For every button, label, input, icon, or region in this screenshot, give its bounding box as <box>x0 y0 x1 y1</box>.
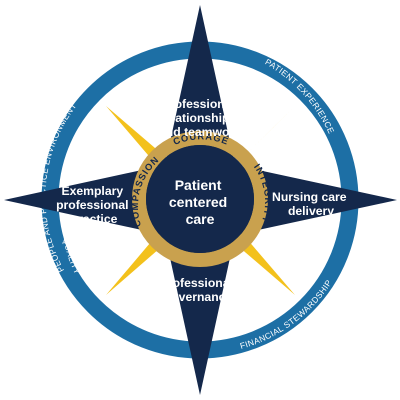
point-label-south-line-1: Professional <box>160 276 233 290</box>
point-label-north-line-1: Professional <box>162 97 235 111</box>
point-label-west-line-3: practice <box>71 212 118 226</box>
center-label: Patient centered care <box>169 177 231 227</box>
point-label-west-line-1: Exemplary <box>61 184 123 198</box>
center-circle <box>146 145 254 253</box>
point-label-east: Nursing care delivery <box>272 190 350 218</box>
center-label-line-1: Patient <box>175 177 222 193</box>
point-label-north-line-3: and teamwork <box>159 125 241 139</box>
center-label-line-2: centered <box>169 194 227 210</box>
point-label-south-line-2: governance <box>164 290 233 304</box>
point-label-north-line-2: relationships <box>160 111 236 125</box>
point-label-south: Professional governance <box>160 276 237 304</box>
values-gold-ring <box>132 131 268 267</box>
point-label-west: Exemplary professional practice <box>56 184 132 226</box>
point-label-west-line-2: professional <box>56 198 128 212</box>
point-label-north: Professional relationships and teamwork <box>159 97 241 139</box>
value-label-courage: COURAGE <box>171 130 230 146</box>
point-label-east-line-1: Nursing care <box>272 190 347 204</box>
point-label-east-line-2: delivery <box>288 204 334 218</box>
center-label-line-3: care <box>186 211 215 227</box>
